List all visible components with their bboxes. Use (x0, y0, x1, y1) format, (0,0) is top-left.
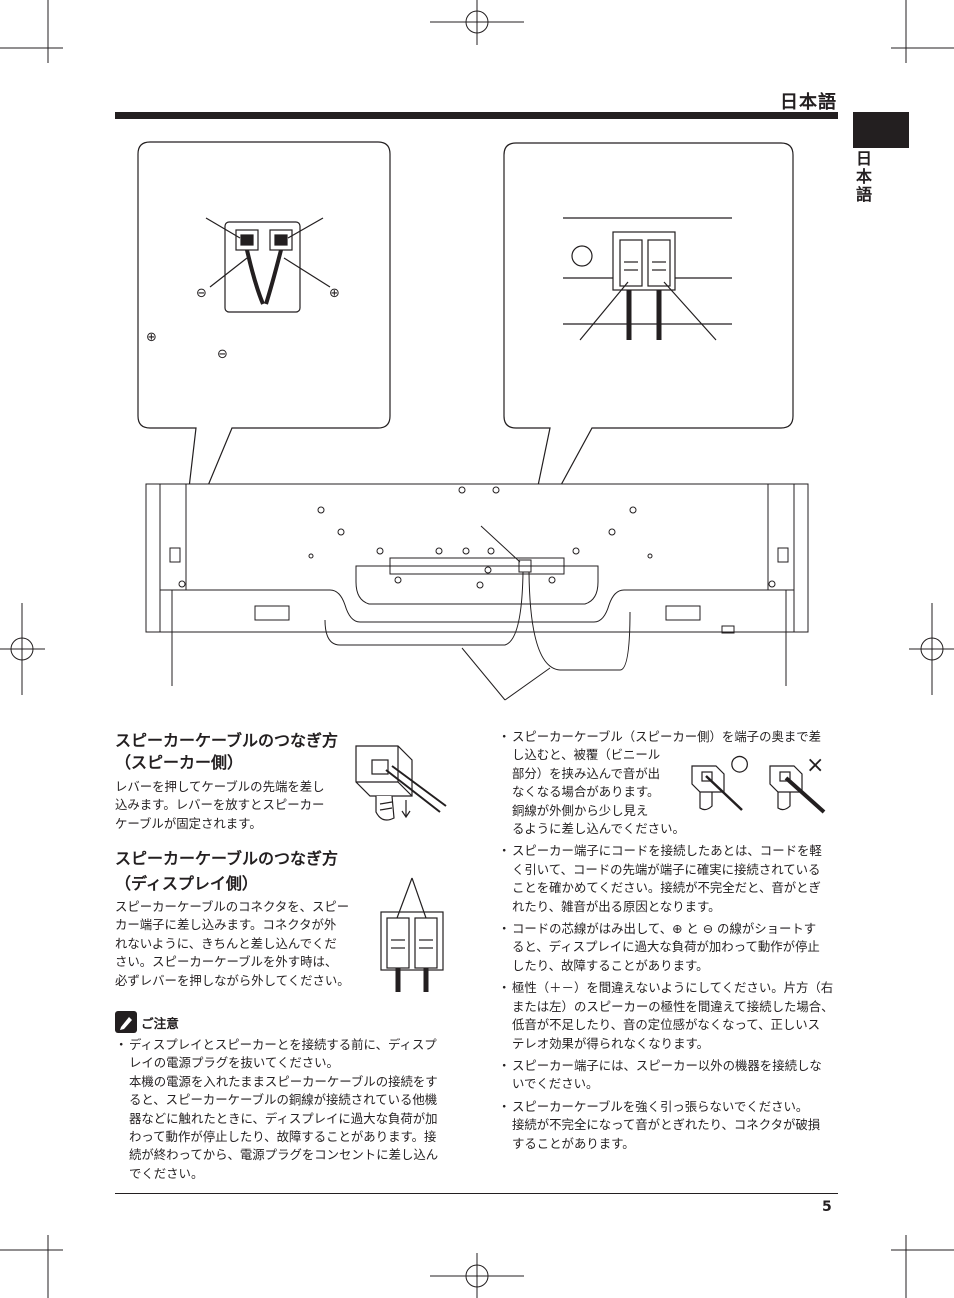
note-line: でください。 (129, 1165, 204, 1181)
note-line: 部分）を挟み込んで音が出 (512, 765, 661, 781)
caution-list: ・ ディスプレイとスピーカーとを接続する前に、ディスプ レイの電源プラグを抜いて… (115, 1036, 460, 1187)
plus-symbol: ⊕ (329, 286, 340, 301)
note-line: したり、故障することがあります。 (512, 957, 709, 973)
note-line: 器などに触れたときに、ディスプレイに過大な負荷が加 (129, 1110, 438, 1126)
note-line: コードの芯線がはみ出して、⊕ と ⊖ の線がショートす (512, 921, 817, 937)
note-line: なくなる場合があります。 (512, 784, 660, 800)
note-line: 本機の電源を入れたままスピーカーケーブルの接続をす (129, 1073, 438, 1089)
display-rear-screws (178, 486, 776, 589)
note-line: ことを確かめてください。接続が不完全だと、音がとぎ (512, 880, 821, 896)
list-item: ・ コードの芯線がはみ出して、⊕ と ⊖ の線がショートす ると、ディスプレイに… (498, 920, 843, 975)
list-item: ・ ディスプレイとスピーカーとを接続する前に、ディスプ レイの電源プラグを抜いて… (115, 1036, 460, 1183)
section-speaker-side-body: レバーを押してケーブルの先端を差し 込みます。レバーを放すとスピーカー ケーブル… (115, 778, 350, 833)
note-line: く引いて、コードの先端が端子に確実に接続されている (512, 861, 821, 877)
note-line: 低音が不足したり、音の定位感がなくなって、正しいス (512, 1017, 821, 1033)
caution-heading-text: ご注意 (141, 1015, 179, 1031)
note-line: ると、ディスプレイに過大な負荷が加わって動作が停止 (512, 939, 820, 955)
display-rear-view (145, 483, 809, 701)
note-line: れたり、雑音が出る原因となります。 (512, 898, 721, 914)
note-line: 接続が不完全になって音がとぎれたり、コネクタが破損 (512, 1117, 821, 1133)
section-speaker-side-title-line1: スピーカーケーブルのつなぎ方 (115, 731, 339, 750)
note-line: 銅線が外側から少し見え (512, 802, 649, 818)
section-display-side-body: スピーカーケーブルのコネクタを、スピー カー端子に差し込みます。コネクタが外 れ… (115, 898, 365, 990)
minus-symbol: ⊖ (196, 286, 207, 301)
side-language-tab (853, 112, 909, 148)
section-speaker-side-title-line2: （スピーカー側） (115, 753, 244, 772)
pencil-note-icon (115, 1011, 137, 1033)
body-line: 込みます。レバーを放すとスピーカー (115, 797, 325, 813)
note-line: スピーカーケーブル（スピーカー側）を端子の奥まで差 (512, 729, 822, 744)
section-display-side-title-line1: スピーカーケーブルのつなぎ方 (115, 849, 339, 868)
note-line: し込むと、被覆（ビニール (512, 747, 661, 763)
body-line: レバーを押してケーブルの先端を差し (115, 779, 325, 794)
body-line: れないように、きちんと差し込んでくだ (115, 935, 337, 951)
list-item: ・ スピーカー端子には、スピーカー以外の機器を接続しな いでください。 (498, 1057, 843, 1094)
body-line: スピーカーケーブルのコネクタを、スピー (115, 899, 350, 914)
page-number: 5 (822, 1199, 832, 1215)
note-line: または左）のスピーカーの極性を間違えて接続した場合、 (512, 998, 834, 1014)
note-line: ディスプレイとスピーカーとを接続する前に、ディスプ (129, 1037, 437, 1052)
note-line: 続が終わってから、電源プラグをコンセントに差し込ん (129, 1147, 439, 1163)
body-line: カー端子に差し込みます。コネクタが外 (115, 917, 337, 933)
note-line: レイの電源プラグを抜いてください。 (129, 1055, 339, 1071)
note-line: るように差し込んでください。 (512, 821, 685, 837)
list-item: ・ 極性（＋－）を間違えないようにしてください。片方（右 または左）のスピーカー… (498, 979, 843, 1053)
note-line: テレオ効果が得られなくなります。 (512, 1035, 710, 1051)
note-line: わって動作が停止したり、故障することがあります。接 (129, 1129, 437, 1145)
note-line: ると、スピーカーケーブルの銅線が接続されている他機 (129, 1092, 438, 1108)
header-language-label: 日本語 (780, 92, 837, 113)
footer-rule (115, 1193, 838, 1194)
section-display-side-title-line2: （ディスプレイ側） (115, 874, 258, 893)
caution-heading: ご注意 (115, 1011, 179, 1033)
note-line: スピーカー端子にコードを接続したあとは、コードを軽 (512, 843, 822, 859)
list-item: ・ スピーカー端子にコードを接続したあとは、コードを軽 く引いて、コードの先端が… (498, 842, 843, 916)
body-line: ケーブルが固定されます。 (115, 815, 262, 831)
note-line: スピーカーケーブルを強く引っ張らないでください。 (512, 1098, 809, 1114)
side-language-label: 日本語 (853, 150, 872, 204)
note-line: 極性（＋－）を間違えないようにしてください。片方（右 (512, 980, 834, 996)
plus-symbol: ⊕ (146, 330, 157, 345)
header-rule (115, 112, 838, 119)
body-line: 必ずレバーを押しながら外してください。 (115, 972, 350, 988)
note-line: することがあります。 (512, 1135, 635, 1151)
list-item: ・ スピーカーケーブルを強く引っ張らないでください。 接続が不完全になって音がと… (498, 1098, 843, 1153)
note-line: スピーカー端子には、スピーカー以外の機器を接続しな (512, 1057, 822, 1073)
body-line: さい。スピーカーケーブルを外す時は、 (115, 954, 338, 970)
minus-symbol: ⊖ (217, 347, 228, 362)
display-terminal-closeup (563, 217, 732, 341)
list-item: ・ スピーカーケーブル（スピーカー側）を端子の奥まで差 し込むと、被覆（ビニール… (498, 728, 843, 838)
right-notes-list: ・ スピーカーケーブル（スピーカー側）を端子の奥まで差 し込むと、被覆（ビニール… (498, 728, 843, 1157)
speaker-terminal-closeup (205, 217, 331, 313)
note-line: いでください。 (512, 1076, 599, 1092)
